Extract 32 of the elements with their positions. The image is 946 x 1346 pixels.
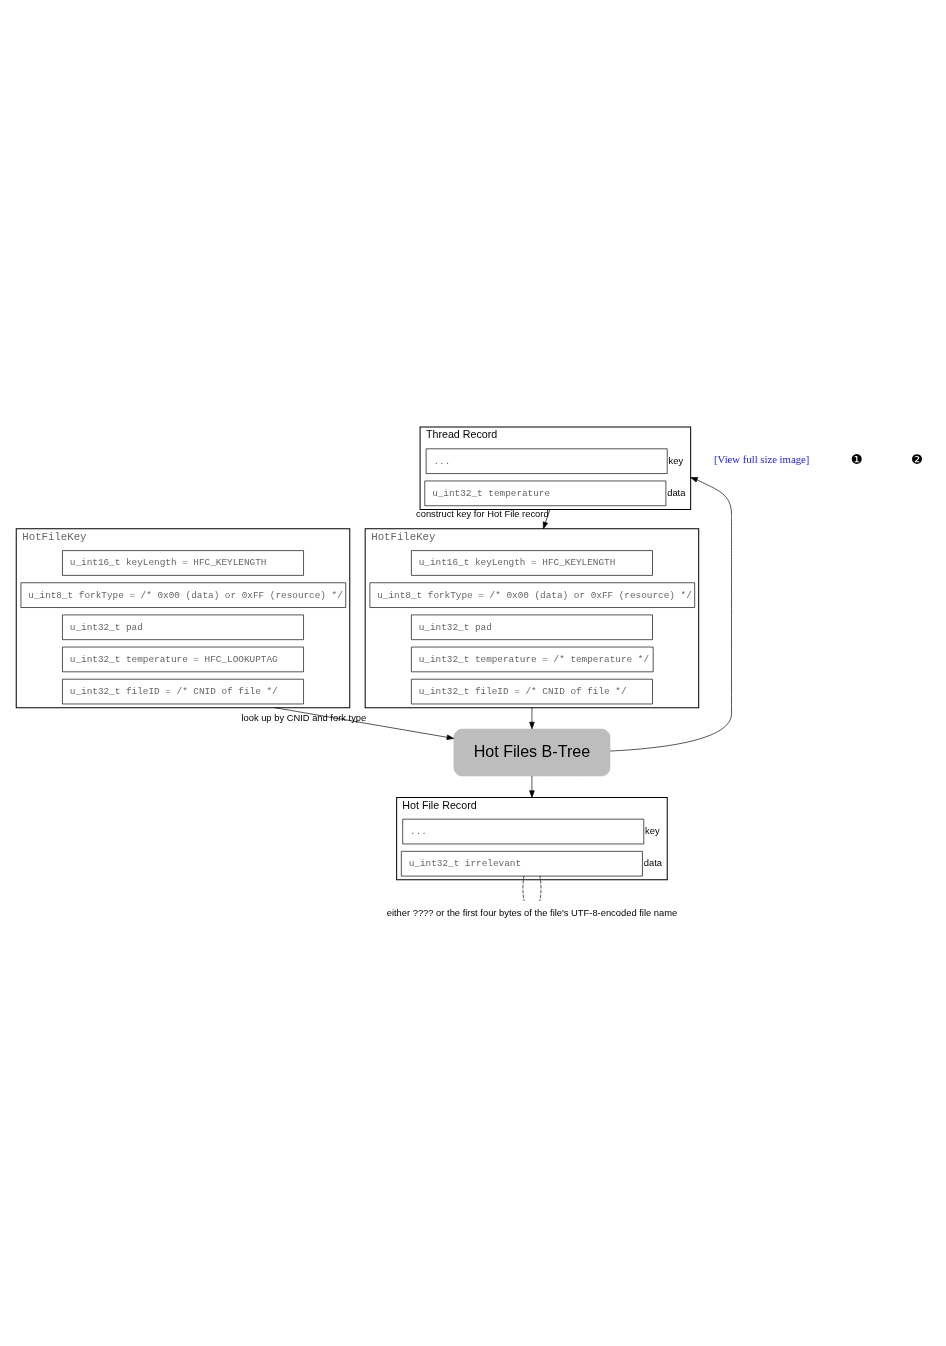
node-text: either ???? or the first four bytes of the file's UTF-8-encoded file name	[386, 907, 678, 918]
arrow	[529, 706, 535, 729]
arrow	[274, 706, 455, 740]
node-box: u_int8_t forkType = /* 0x00 (data) or 0xFF (resource) */	[20, 581, 347, 608]
node-box: Hot Files B-Tree	[453, 728, 611, 776]
node-box: u_int32_t fileID = /* CNID of file */	[411, 678, 653, 704]
node-box: u_int32_t irrelevant	[401, 850, 643, 876]
node-box: ...	[402, 818, 645, 844]
node-label: key	[645, 825, 660, 836]
edge-label: construct key for Hot File record	[416, 508, 549, 519]
label: ❶	[850, 451, 863, 467]
node-label: key	[668, 455, 684, 466]
arrow	[529, 775, 535, 798]
node-box: ...	[425, 447, 668, 474]
node-box: u_int8_t forkType = /* 0x00 (data) or 0xFF (resource) */	[369, 581, 695, 608]
node-box: u_int16_t keyLength = HFC_KEYLENGTH	[411, 549, 653, 576]
node-box: u_int16_t keyLength = HFC_KEYLENGTH	[62, 549, 304, 576]
node-box: u_int32_t temperature = /* temperature */	[411, 646, 654, 672]
connector	[539, 874, 542, 901]
node-box: u_int32_t temperature	[424, 480, 667, 506]
node-box: u_int32_t pad	[411, 614, 653, 640]
node-label: data	[667, 487, 686, 498]
label: ❷	[911, 451, 924, 467]
arrow	[542, 508, 551, 529]
node-box: u_int32_t temperature = HFC_LOOKUPTAG	[62, 646, 304, 672]
node-box: u_int32_t pad	[62, 614, 304, 640]
node-label: data	[643, 857, 662, 868]
node-box: u_int32_t fileID = /* CNID of file */	[62, 678, 304, 704]
label: [View full size image]	[713, 452, 810, 465]
arrow	[609, 476, 732, 751]
connector	[522, 874, 525, 901]
edge-label: look up by CNID and fork type	[241, 712, 367, 723]
